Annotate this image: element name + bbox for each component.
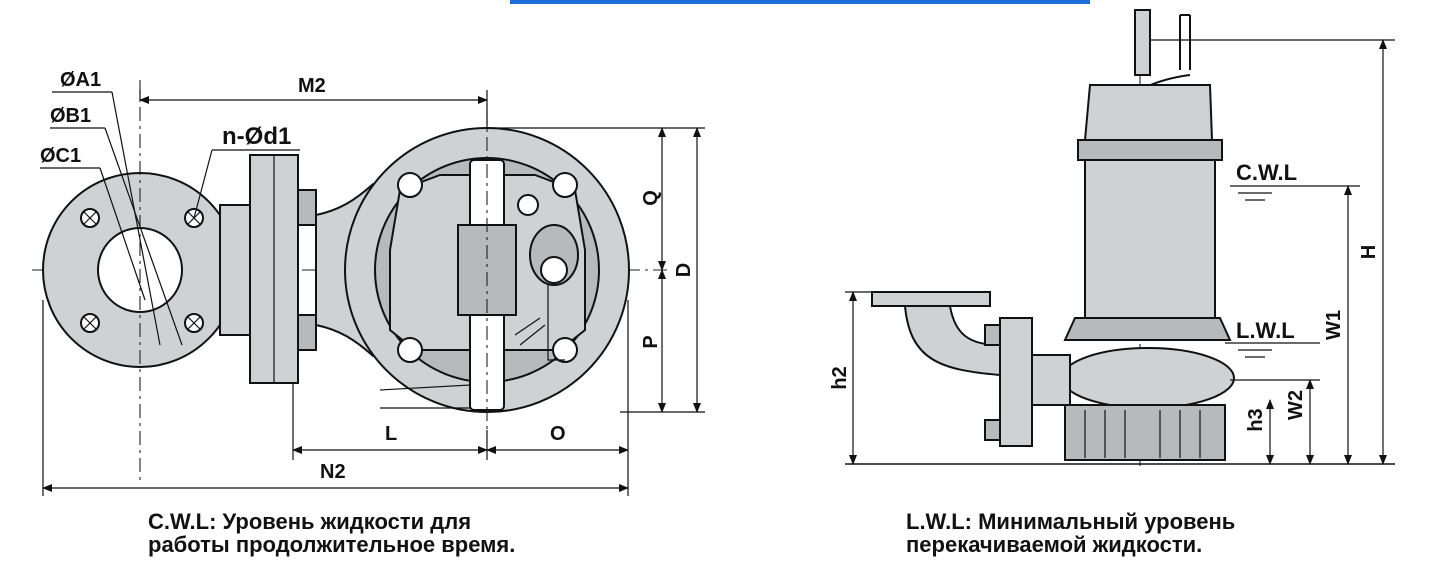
bolt-holes (80, 208, 204, 333)
motor-top (1083, 84, 1214, 141)
label-p: P (640, 335, 662, 348)
right-labels: C.W.L L.W.L H W1 W2 h3 h2 (829, 160, 1380, 432)
label-o: O (550, 423, 566, 445)
outlet-flange (871, 291, 991, 307)
label-m2: M2 (298, 75, 326, 97)
left-labels: ØA1 ØB1 ØC1 n-Ød1 M2 Q D P L O N2 (40, 69, 695, 483)
caption-cwl-line2: работы продолжительное время. (148, 532, 516, 557)
label-h2: h2 (829, 366, 851, 389)
motor-body (1084, 159, 1216, 319)
caption-lwl: L.W.L: Минимальный уровень перекачиваемо… (906, 510, 1235, 556)
caption-cwl: C.W.L: Уровень жидкости для работы продо… (148, 510, 515, 556)
pump-dimension-drawing: ØA1 ØB1 ØC1 n-Ød1 M2 Q D P L O N2 (32, 9, 1395, 496)
label-h3: h3 (1245, 408, 1267, 431)
left-dimensions (40, 90, 705, 496)
volute (1061, 347, 1235, 409)
top-view (32, 80, 670, 480)
caption-lwl-line1: L.W.L: Минимальный уровень (906, 509, 1236, 534)
blue-title-strip (510, 0, 1090, 4)
label-lwl: L.W.L (1236, 318, 1295, 343)
label-nd1: n-Ød1 (222, 123, 291, 150)
caption-lwl-line2: перекачиваемой жидкости. (906, 532, 1203, 557)
label-c1: ØC1 (40, 145, 81, 167)
label-w2: W2 (1285, 390, 1307, 420)
side-flange (999, 317, 1033, 447)
pump-stand (1064, 404, 1226, 461)
label-d: D (673, 263, 695, 277)
label-b1: ØB1 (50, 105, 91, 127)
label-cwl: C.W.L (1236, 160, 1297, 185)
label-a1: ØA1 (60, 69, 101, 91)
label-l: L (385, 423, 397, 445)
label-w1: W1 (1323, 310, 1345, 340)
label-n2: N2 (320, 461, 346, 483)
right-dimensions (845, 39, 1395, 465)
side-view (845, 9, 1395, 470)
label-q: Q (640, 190, 662, 206)
caption-cwl-line1: C.W.L: Уровень жидкости для (148, 509, 472, 534)
label-h: H (1358, 245, 1380, 259)
